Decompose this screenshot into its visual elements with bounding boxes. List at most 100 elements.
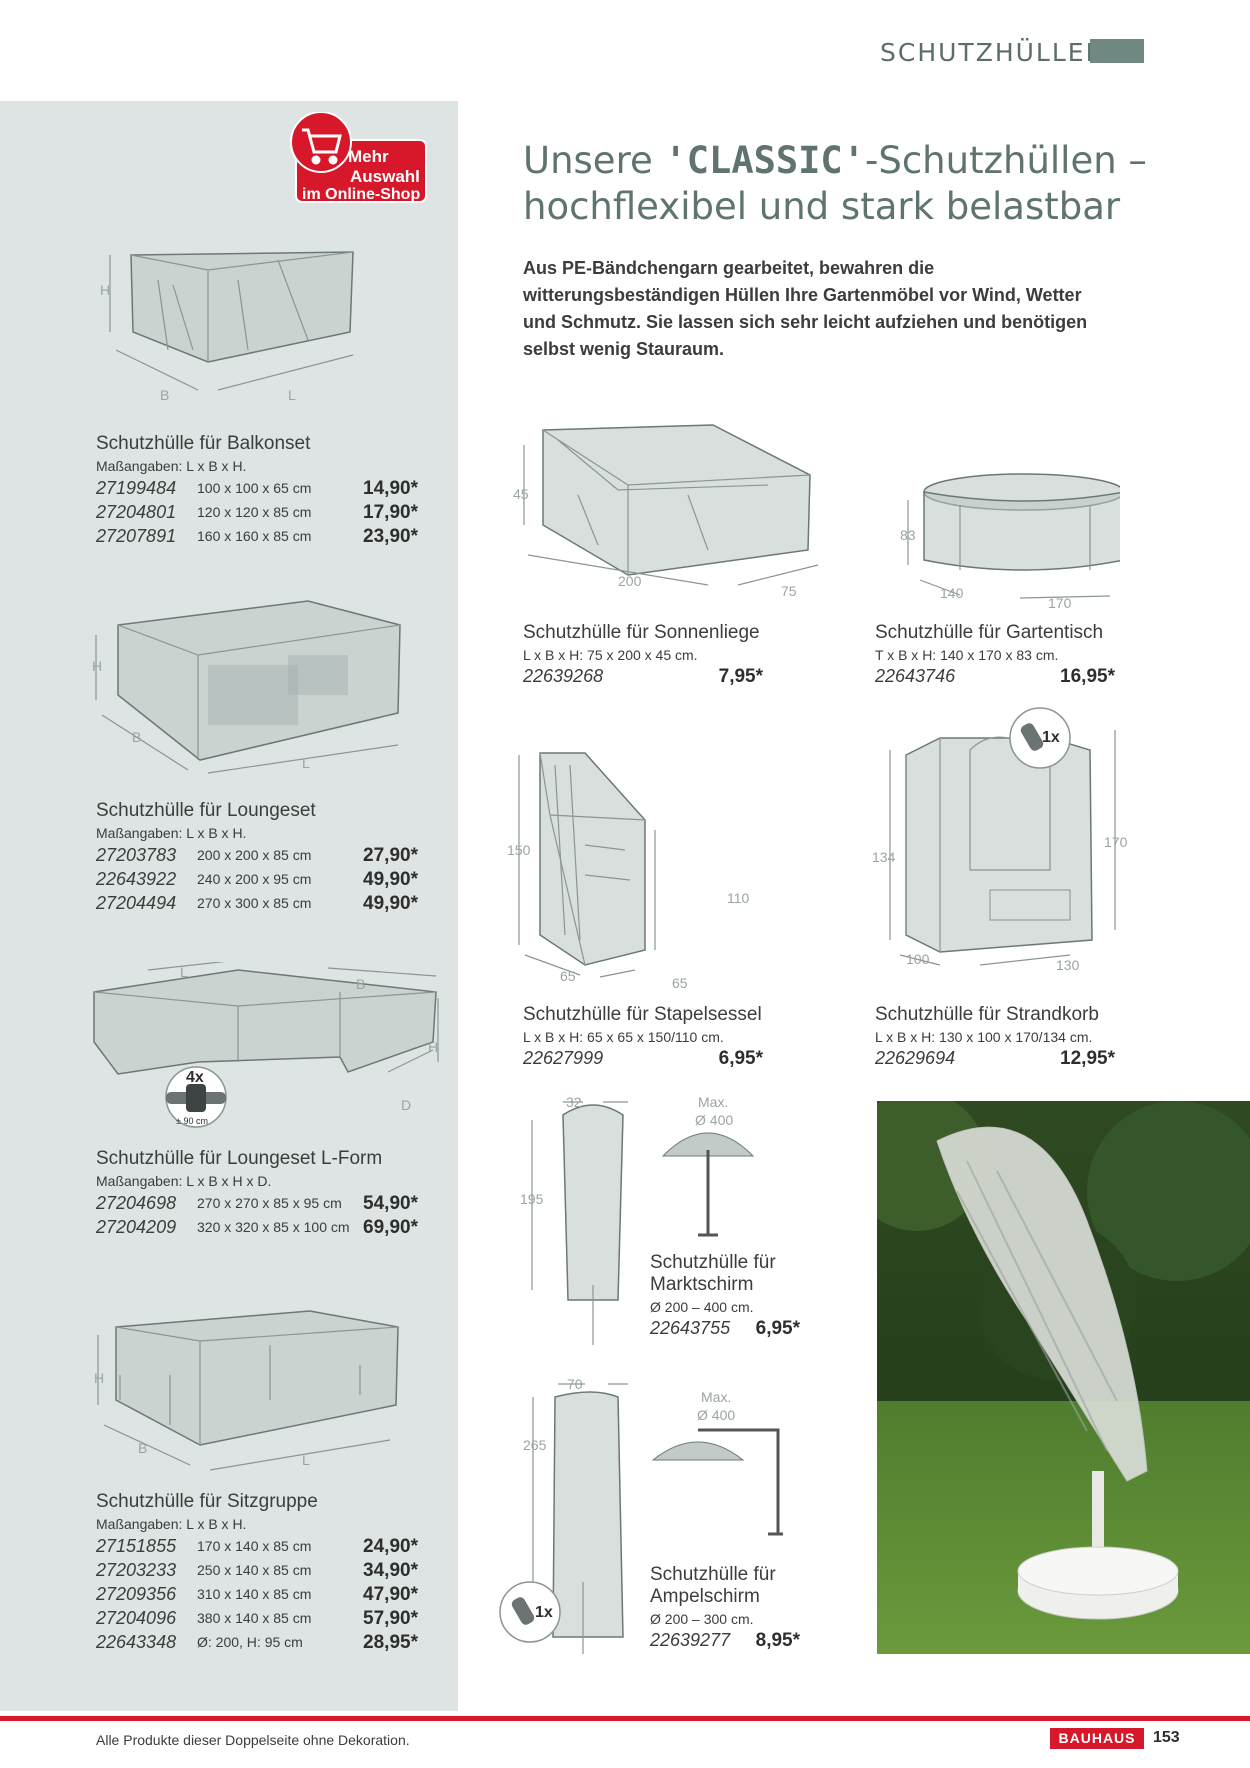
korb-h2-label: 170: [1104, 834, 1128, 850]
ampelschirm-diagram: 70 265 Max. Ø 400 1x: [499, 1376, 783, 1654]
brand-logo: BAUHAUS: [1050, 1728, 1144, 1749]
article-number: 22639268: [523, 666, 604, 686]
balkon-h-label: H: [100, 282, 110, 298]
online-shop-badge[interactable]: Mehr Auswahl im Online-Shop: [288, 111, 438, 212]
marktschirm-diagram: 32 195 Max. Ø 400: [520, 1094, 755, 1345]
sitzgruppe-diagram: H B L: [94, 1310, 399, 1471]
loungeset-lform-diagram: L B H D 4x ± 90 cm: [93, 962, 439, 1128]
product-title: Schutzhülle für Stapelsessel: [523, 1004, 762, 1025]
lform-b-label: B: [356, 976, 365, 992]
ampel-dia-label: Ø 400: [697, 1407, 735, 1423]
tisch-b-label: 170: [1048, 595, 1072, 610]
article-number: 22629694: [875, 1048, 956, 1068]
product-dims-note: Maßangaben: L x B x H.: [96, 825, 247, 841]
product-title: Schutzhülle für Balkonset: [96, 433, 311, 454]
product-dims-note: L x B x H: 130 x 100 x 170/134 cm.: [875, 1029, 1093, 1045]
lounge-l-label: L: [302, 755, 310, 771]
product-title: Schutzhülle für Sonnenliege: [523, 622, 760, 643]
badge-line-3: im Online-Shop: [302, 186, 420, 203]
badge-line-2: Auswahl: [350, 167, 420, 186]
umbrella-cover-photo: [877, 1101, 1250, 1654]
lounge-b-label: B: [132, 729, 141, 745]
product-dims-note: L x B x H: 65 x 65 x 150/110 cm.: [523, 1029, 724, 1045]
product-title: Schutzhülle für Sitzgruppe: [96, 1491, 318, 1512]
product-dims-note: T x B x H: 140 x 170 x 83 cm.: [875, 647, 1059, 663]
page-number: 153: [1153, 1729, 1180, 1746]
lform-l-label: L: [180, 964, 188, 980]
product-title-line-1: Schutzhülle für: [650, 1252, 776, 1273]
lounge-h-label: H: [92, 658, 102, 674]
loungeset-diagram: H B L: [92, 600, 401, 774]
ampel-clip-count: 1x: [535, 1604, 553, 1621]
product-title-line-2: Marktschirm: [650, 1274, 754, 1295]
korb-clip-count: 1x: [1042, 729, 1060, 746]
headline-line-2: hochflexibel und stark belastbar: [523, 185, 1121, 228]
tisch-t-label: 140: [940, 585, 964, 601]
price: 12,95*: [1060, 1048, 1115, 1069]
product-sitzgruppe: Schutzhülle für Sitzgruppe Maßangaben: L…: [96, 1491, 418, 1661]
section-title: SCHUTZHÜLLEN: [880, 38, 1107, 67]
korb-b-label: 130: [1056, 957, 1080, 973]
product-title-line-2: Ampelschirm: [650, 1586, 760, 1607]
korb-l-label: 100: [906, 951, 930, 967]
article-number: 22643746: [875, 666, 956, 686]
markt-w-label: 32: [566, 1094, 582, 1110]
balkonset-diagram: H B L: [100, 251, 354, 403]
tisch-h-label: 83: [900, 527, 916, 543]
section-color-bar: [1090, 39, 1144, 63]
sitz-b-label: B: [138, 1440, 147, 1456]
product-title: Schutzhülle für Loungeset L-Form: [96, 1148, 383, 1169]
liege-h-label: 45: [513, 486, 529, 502]
product-title-line-1: Schutzhülle für: [650, 1564, 776, 1585]
shopping-cart-icon: [302, 128, 342, 165]
ampel-h-label: 265: [523, 1437, 547, 1453]
balkon-l-label: L: [288, 387, 296, 403]
lform-clip-size: ± 90 cm: [176, 1116, 208, 1126]
product-dims-note: Maßangaben: L x B x H.: [96, 458, 247, 474]
product-title: Schutzhülle für Strandkorb: [875, 1004, 1099, 1025]
headline-pre: Unsere: [523, 139, 665, 182]
gartentisch-diagram: 83 140 170: [900, 473, 1120, 610]
balkon-b-label: B: [160, 387, 169, 403]
ampel-w-label: 70: [567, 1376, 583, 1392]
footer-rule: [0, 1716, 1250, 1721]
product-sonnenliege: Schutzhülle für Sonnenliege L x B x H: 7…: [523, 622, 763, 692]
lform-clip-count: 4x: [186, 1069, 204, 1086]
product-dims-note: Maßangaben: L x B x H x D.: [96, 1173, 272, 1189]
sessel-l-label: 65: [560, 968, 576, 984]
price: 6,95*: [755, 1318, 800, 1339]
product-dims-note: Ø 200 – 300 cm.: [650, 1611, 754, 1627]
sessel-h2-label: 110: [727, 890, 750, 906]
product-strandkorb: Schutzhülle für Strandkorb L x B x H: 13…: [875, 1004, 1115, 1074]
product-loungeset: Schutzhülle für Loungeset Maßangaben: L …: [96, 800, 418, 920]
markt-h-label: 195: [520, 1191, 544, 1207]
sonnenliege-diagram: 45 200 75: [513, 424, 819, 599]
article-number: 22627999: [523, 1048, 604, 1068]
product-gartentisch: Schutzhülle für Gartentisch T x B x H: 1…: [875, 622, 1115, 692]
ampel-max-label: Max.: [701, 1389, 731, 1405]
liege-b-label: 75: [781, 583, 797, 599]
product-loungeset-lform: Schutzhülle für Loungeset L-Form Maßanga…: [96, 1148, 418, 1243]
article-number: 22643755: [650, 1318, 731, 1338]
headline-brand: 'CLASSIC': [664, 139, 865, 182]
product-ampelschirm: Schutzhülle für Ampelschirm Ø 200 – 300 …: [650, 1564, 800, 1656]
lform-h-label: H: [428, 1039, 438, 1055]
sessel-h1-label: 150: [507, 842, 531, 858]
article-number: 22639277: [650, 1630, 731, 1650]
stapelsessel-diagram: 150 110 65 65: [507, 752, 750, 991]
left-panel: [0, 101, 458, 1711]
price: 8,95*: [755, 1630, 800, 1651]
markt-max-label: Max.: [698, 1094, 728, 1110]
product-stapelsessel: Schutzhülle für Stapelsessel L x B x H: …: [523, 1004, 763, 1074]
